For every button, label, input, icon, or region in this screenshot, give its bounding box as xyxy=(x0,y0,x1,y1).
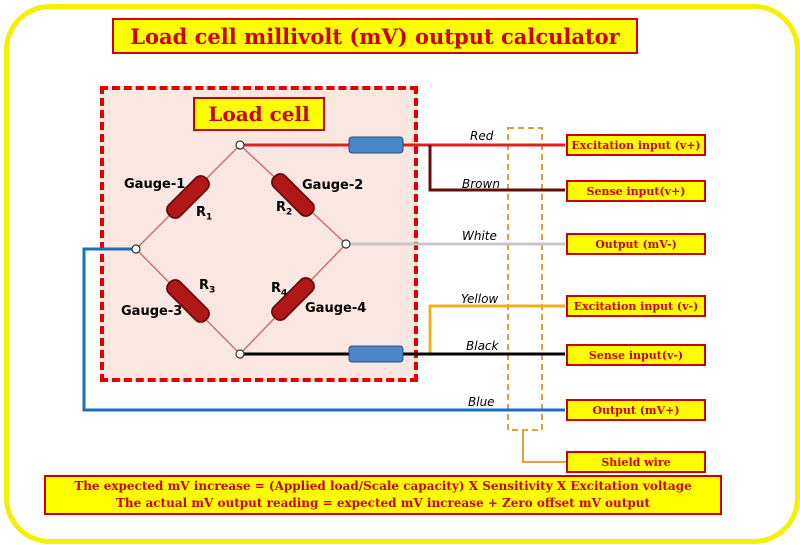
load-cell-label: Load cell xyxy=(193,97,325,131)
terminal-sense-positive: Sense input(v+) xyxy=(566,180,706,202)
load-cell-boundary xyxy=(100,86,418,382)
r2-label: R2 xyxy=(276,200,293,218)
wire-label-white: White xyxy=(462,229,497,243)
yellow-wire xyxy=(428,304,565,354)
terminal-shield-wire: Shield wire xyxy=(566,451,706,473)
formula-line-1: The expected mV increase = (Applied load… xyxy=(74,479,692,493)
formula-line-2: The actual mV output reading = expected … xyxy=(116,496,650,510)
terminal-sense-negative: Sense input(v-) xyxy=(566,344,706,366)
gauge-2-resistor xyxy=(271,173,315,217)
connector-top xyxy=(348,136,404,154)
gauge-4-resistor xyxy=(271,277,315,321)
terminal-output-positive: Output (mV+) xyxy=(566,399,706,421)
r3-label: R3 xyxy=(199,278,216,296)
shield-dashed-box xyxy=(507,127,543,431)
page-title: Load cell millivolt (mV) output calculat… xyxy=(112,18,638,54)
r1-label: R1 xyxy=(196,205,213,223)
r4-label: R4 xyxy=(271,281,288,299)
terminal-excitation-positive: Excitation input (v+) xyxy=(566,134,706,156)
gauge-4-label: Gauge-4 xyxy=(305,301,367,316)
terminal-output-negative: Output (mV-) xyxy=(566,233,706,255)
gauge-1-label: Gauge-1 xyxy=(124,177,186,192)
terminal-excitation-negative: Excitation input (v-) xyxy=(566,295,706,317)
shield-wire xyxy=(522,430,566,463)
brown-wire xyxy=(428,145,565,192)
gauge-3-label: Gauge-3 xyxy=(121,304,183,319)
gauge-2-label: Gauge-2 xyxy=(302,178,364,193)
gauge-3-resistor xyxy=(166,279,210,323)
connector-bottom xyxy=(348,345,404,363)
wire-label-blue: Blue xyxy=(468,395,495,409)
wire-label-red: Red xyxy=(470,129,494,143)
wire-label-brown: Brown xyxy=(462,177,500,191)
wire-label-black: Black xyxy=(466,339,499,353)
gauge-1-resistor xyxy=(166,175,210,219)
blue-wire xyxy=(82,247,565,412)
wire-label-yellow: Yellow xyxy=(461,292,499,306)
bridge-nodes xyxy=(131,140,351,359)
formula-box: The expected mV increase = (Applied load… xyxy=(44,475,722,515)
